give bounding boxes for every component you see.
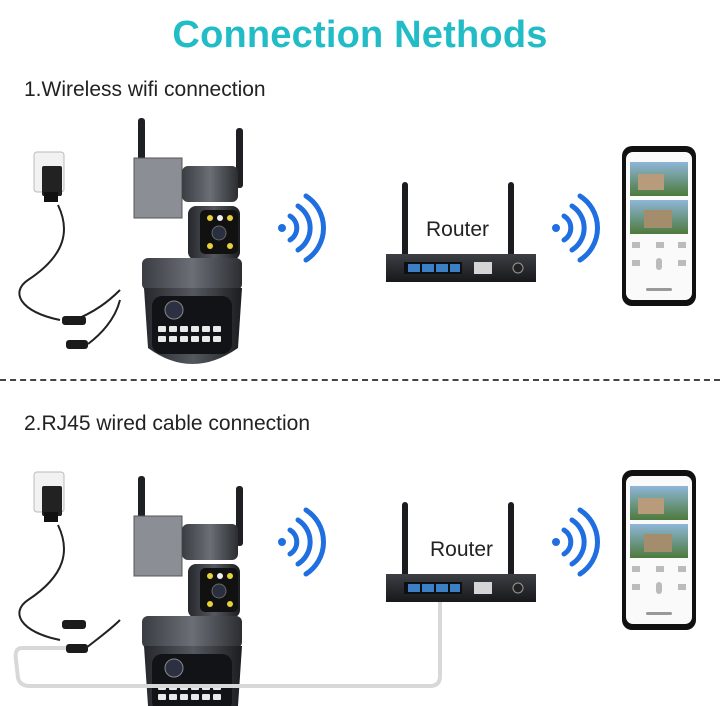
section-label-wired: 2.RJ45 wired cable connection <box>24 412 311 435</box>
wifi-signal-icon <box>552 196 598 260</box>
smartphone-icon <box>622 470 696 630</box>
power-plug-icon <box>33 151 65 203</box>
camera-icon <box>133 117 244 365</box>
page-title: Connection Nethods <box>172 14 548 56</box>
section-label-wireless: 1.Wireless wifi connection <box>24 78 266 101</box>
wifi-signal-icon <box>278 196 324 260</box>
router-label-wired: Router <box>430 538 494 561</box>
smartphone-icon <box>622 146 696 306</box>
camera-icon <box>133 475 244 706</box>
section-divider <box>0 379 720 381</box>
router-label-wireless: Router <box>426 218 490 241</box>
wifi-signal-icon <box>278 510 324 574</box>
router-icon <box>385 181 537 283</box>
router-icon <box>385 501 537 603</box>
power-plug-icon <box>33 471 65 523</box>
wifi-signal-icon <box>552 510 598 574</box>
